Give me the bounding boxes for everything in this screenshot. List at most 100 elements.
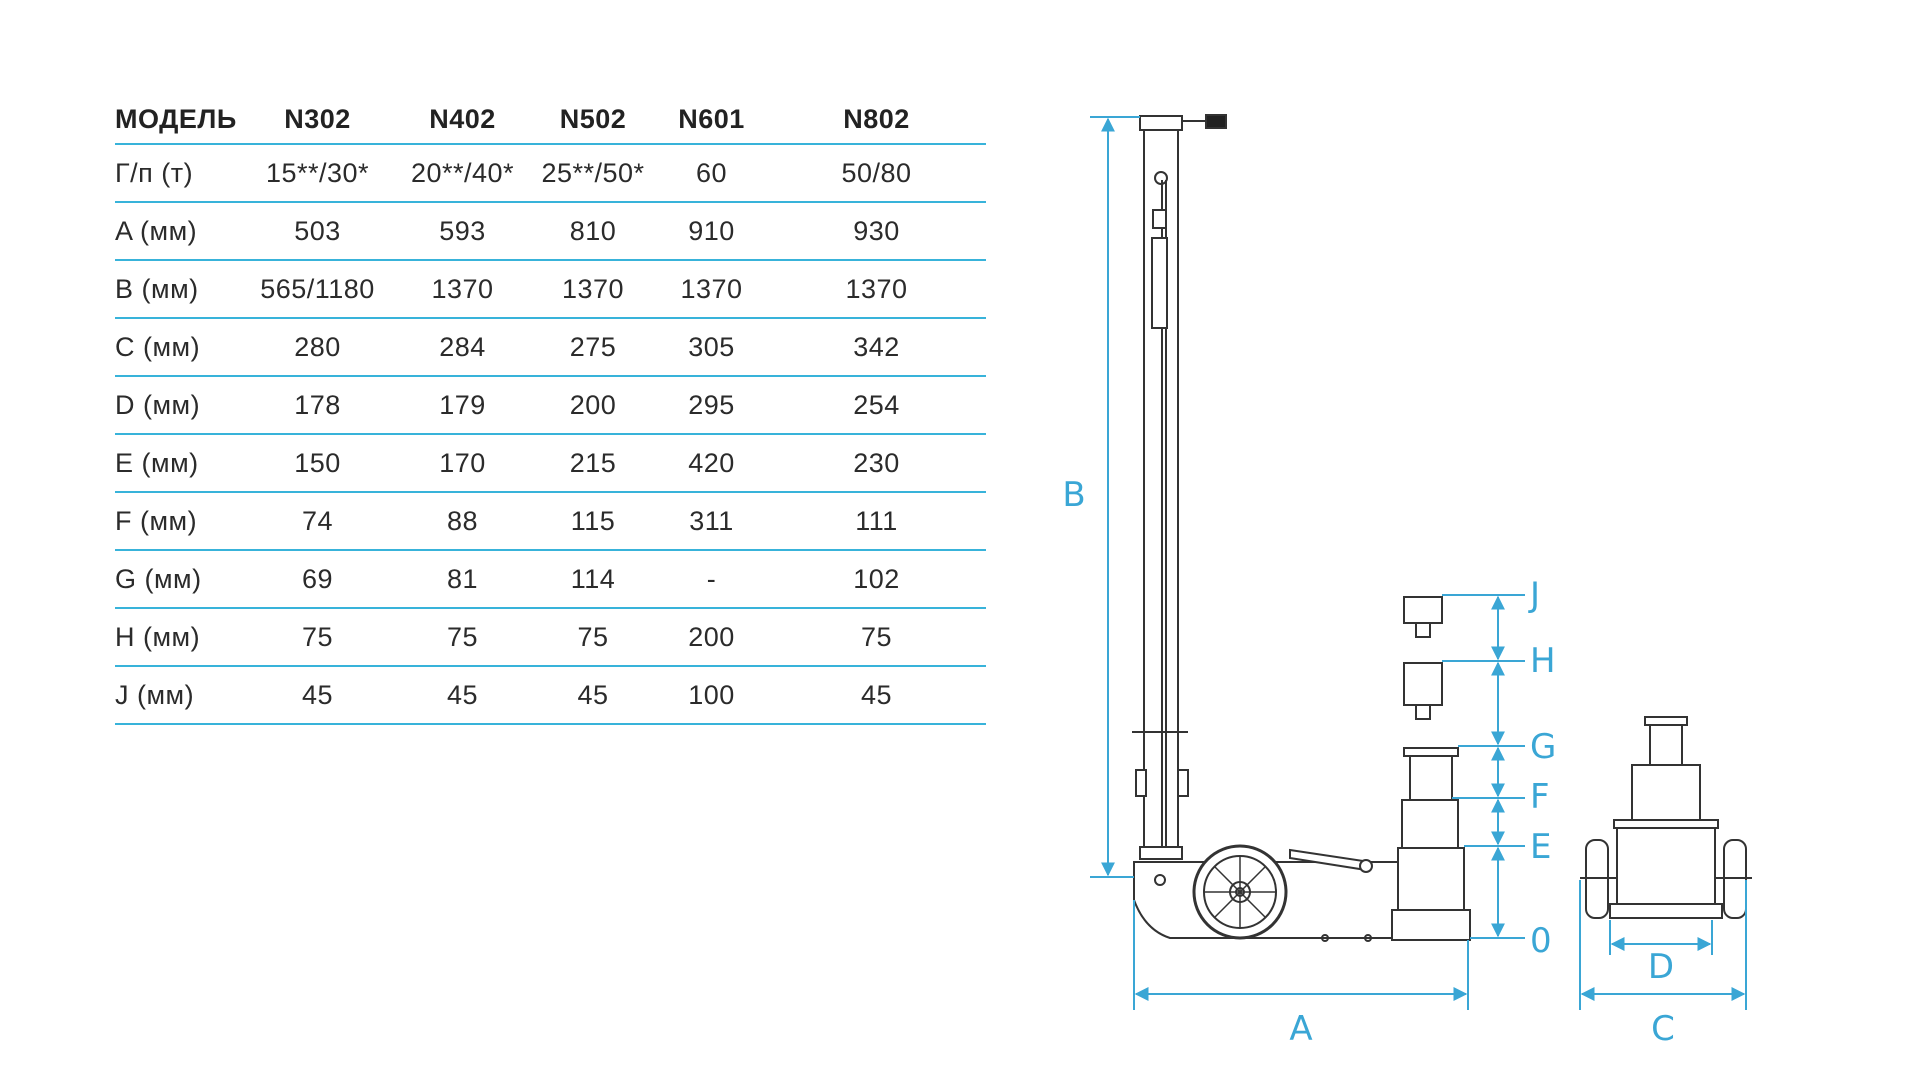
table-cell: 342 [767, 318, 986, 377]
cylinder-stage-2 [1401, 799, 1459, 849]
handle-valve-knob [1205, 114, 1227, 129]
front-body-top [1613, 819, 1719, 829]
jack-side-view [1132, 114, 1471, 942]
handle-lock-right [1177, 769, 1189, 797]
table-header-row: МОДЕЛЬ N302 N402 N502 N601 N802 [115, 96, 986, 145]
front-stage [1631, 764, 1701, 821]
lever-tip [1359, 859, 1373, 873]
table-cell: 420 [656, 434, 767, 493]
table-row: J (мм) 45 45 45 100 45 [115, 666, 986, 725]
table-cell: 930 [767, 202, 986, 261]
table-cell: 200 [530, 376, 656, 435]
dimension-lines [1090, 116, 1747, 1010]
table-cell: 100 [656, 666, 767, 725]
jack-front-view [1580, 716, 1752, 919]
front-ram [1649, 724, 1683, 766]
table-cell: 60 [656, 144, 767, 203]
label-e: E [1530, 827, 1551, 867]
table-row: Г/п (т) 15**/30* 20**/40* 25**/50* 60 50… [115, 144, 986, 203]
front-body [1616, 827, 1716, 905]
table-cell: 1370 [530, 260, 656, 319]
table-cell: 88 [395, 492, 530, 551]
table-cell: 230 [767, 434, 986, 493]
table-cell: 74 [240, 492, 395, 551]
table-cell: 1370 [395, 260, 530, 319]
table-cell: 305 [656, 318, 767, 377]
table-row: B (мм) 565/1180 1370 1370 1370 1370 [115, 260, 986, 319]
table-cell: - [656, 550, 767, 609]
label-c: C [1651, 1009, 1675, 1049]
row-label: B (мм) [115, 260, 240, 319]
cylinder-body [1397, 847, 1465, 911]
table-cell: 75 [240, 608, 395, 667]
table-row: E (мм) 150 170 215 420 230 [115, 434, 986, 493]
row-label: G (мм) [115, 550, 240, 609]
header-model: МОДЕЛЬ [115, 96, 240, 145]
header-n302: N302 [240, 96, 395, 145]
base-rivet-2 [1364, 934, 1372, 942]
table-cell: 20**/40* [395, 144, 530, 203]
table-cell: 565/1180 [240, 260, 395, 319]
table-cell: 75 [767, 608, 986, 667]
label-h: H [1530, 641, 1556, 681]
table-cell: 115 [530, 492, 656, 551]
table-cell: 102 [767, 550, 986, 609]
handle-clip [1152, 209, 1167, 229]
extension-small-stem [1415, 622, 1431, 638]
header-n802: N802 [767, 96, 986, 145]
table-row: G (мм) 69 81 114 - 102 [115, 550, 986, 609]
table-cell: 114 [530, 550, 656, 609]
label-b: B [1062, 475, 1085, 515]
table-cell: 1370 [656, 260, 767, 319]
header-n402: N402 [395, 96, 530, 145]
dimension-labels: B A J H G F E 0 D C [1062, 475, 1675, 1049]
cylinder-cap [1403, 747, 1459, 757]
table-cell: 69 [240, 550, 395, 609]
table-cell: 178 [240, 376, 395, 435]
row-label: H (мм) [115, 608, 240, 667]
front-base [1609, 903, 1723, 919]
table-cell: 75 [395, 608, 530, 667]
header-n601: N601 [656, 96, 767, 145]
label-f: F [1530, 777, 1550, 817]
cylinder-stage-3 [1409, 755, 1453, 801]
table-cell: 593 [395, 202, 530, 261]
header-n502: N502 [530, 96, 656, 145]
table-cell: 215 [530, 434, 656, 493]
table-cell: 50/80 [767, 144, 986, 203]
row-label: D (мм) [115, 376, 240, 435]
extension-small [1403, 596, 1443, 624]
table-cell: 295 [656, 376, 767, 435]
base-bolt [1154, 874, 1166, 886]
row-label: C (мм) [115, 318, 240, 377]
table-cell: 45 [767, 666, 986, 725]
label-g: G [1530, 727, 1556, 767]
handle-foot [1139, 846, 1183, 860]
table-cell: 1370 [767, 260, 986, 319]
cylinder-base [1391, 909, 1471, 941]
front-cap [1644, 716, 1688, 726]
row-label: E (мм) [115, 434, 240, 493]
table-cell: 150 [240, 434, 395, 493]
table-cell: 275 [530, 318, 656, 377]
handle-lock-left [1135, 769, 1147, 797]
table-cell: 15**/30* [240, 144, 395, 203]
table-row: H (мм) 75 75 75 200 75 [115, 608, 986, 667]
table-cell: 45 [395, 666, 530, 725]
handle-pin [1154, 171, 1168, 185]
table-cell: 75 [530, 608, 656, 667]
row-label: F (мм) [115, 492, 240, 551]
extension-large [1403, 662, 1443, 706]
table-cell: 111 [767, 492, 986, 551]
table-cell: 810 [530, 202, 656, 261]
table-cell: 910 [656, 202, 767, 261]
table-cell: 311 [656, 492, 767, 551]
table-cell: 200 [656, 608, 767, 667]
spec-table: МОДЕЛЬ N302 N402 N502 N601 N802 Г/п (т) … [115, 96, 986, 725]
table-cell: 45 [240, 666, 395, 725]
table-row: F (мм) 74 88 115 311 111 [115, 492, 986, 551]
table-cell: 179 [395, 376, 530, 435]
table-cell: 503 [240, 202, 395, 261]
extension-large-stem [1415, 704, 1431, 720]
